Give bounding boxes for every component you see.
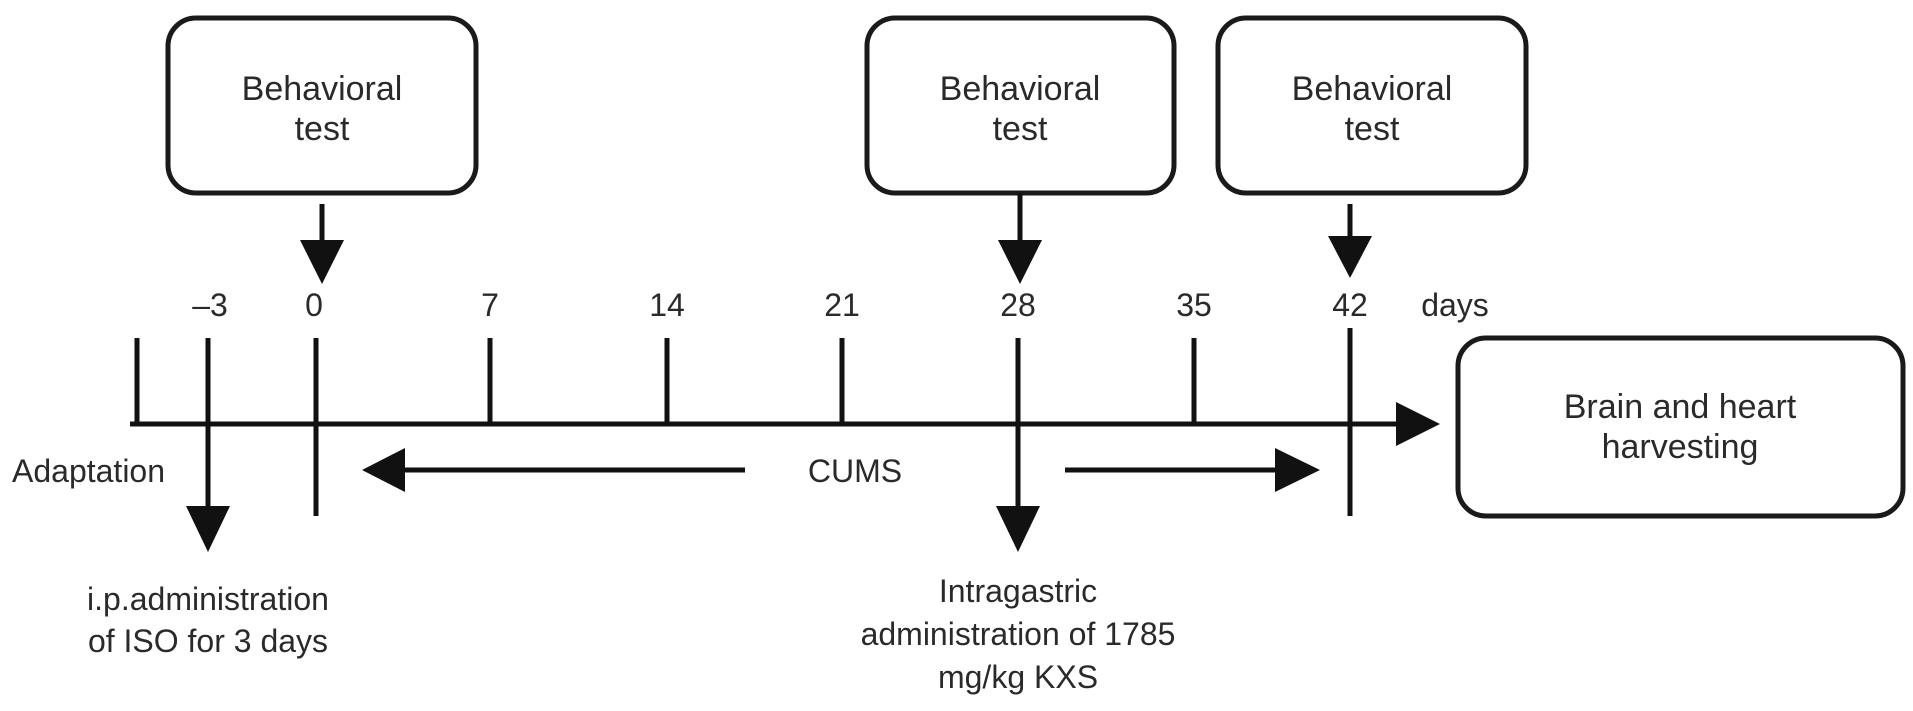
behavioral-test-box-3: Behavioral test bbox=[1215, 15, 1529, 196]
behavioral-test-box-2: Behavioral test bbox=[864, 15, 1177, 196]
behavioral-test-arrow-2 bbox=[998, 193, 1042, 284]
tick-label-35: 35 bbox=[1176, 287, 1212, 323]
adaptation-label: Adaptation bbox=[12, 453, 165, 489]
kxs-arrow bbox=[996, 424, 1040, 552]
tick-label-42: 42 bbox=[1332, 287, 1368, 323]
kxs-caption-line-2: administration of 1785 bbox=[861, 616, 1176, 652]
behavioral-test-box-1: Behavioral test bbox=[165, 15, 479, 196]
kxs-caption: Intragastric administration of 1785 mg/k… bbox=[861, 573, 1176, 695]
harvest-box-frame bbox=[1455, 335, 1906, 519]
tick-label-21: 21 bbox=[824, 287, 860, 323]
tick-labels: –3 0 7 14 21 28 35 42 days bbox=[192, 287, 1489, 323]
behavioral-test-box-2-line-2: test bbox=[993, 110, 1048, 148]
behavioral-test-arrow-1 bbox=[300, 204, 344, 284]
harvest-box-line-1: Brain and heart bbox=[1564, 388, 1797, 426]
tick-label-0: 0 bbox=[305, 287, 323, 323]
behavioral-test-box-1-line-2: test bbox=[295, 110, 350, 148]
tick-label-14: 14 bbox=[649, 287, 685, 323]
tick-label-28: 28 bbox=[1000, 287, 1036, 323]
timeline-axis bbox=[130, 328, 1440, 516]
harvest-box: Brain and heart harvesting bbox=[1455, 335, 1906, 519]
harvest-box-line-2: harvesting bbox=[1602, 428, 1759, 466]
behavioral-test-arrow-3 bbox=[1328, 204, 1372, 278]
behavioral-test-box-1-frame bbox=[165, 15, 479, 196]
behavioral-test-box-2-line-1: Behavioral bbox=[940, 70, 1101, 108]
timeline-arrowhead bbox=[1396, 402, 1440, 446]
kxs-caption-line-1: Intragastric bbox=[939, 573, 1097, 609]
cums-label: CUMS bbox=[808, 453, 902, 489]
behavioral-test-box-1-line-1: Behavioral bbox=[242, 70, 403, 108]
kxs-caption-line-3: mg/kg KXS bbox=[938, 659, 1098, 695]
cums-right-arrow bbox=[1065, 448, 1320, 492]
behavioral-test-box-3-line-2: test bbox=[1345, 110, 1400, 148]
tick-label-7: 7 bbox=[481, 287, 499, 323]
iso-arrow bbox=[186, 424, 230, 552]
cums-left-arrow bbox=[362, 448, 745, 492]
behavioral-test-box-3-line-1: Behavioral bbox=[1292, 70, 1453, 108]
days-unit-label: days bbox=[1421, 287, 1489, 323]
behavioral-test-box-3-frame bbox=[1215, 15, 1529, 196]
iso-caption: i.p.administration of ISO for 3 days bbox=[87, 581, 329, 659]
iso-caption-line-1: i.p.administration bbox=[87, 581, 329, 617]
tick-label-minus-3: –3 bbox=[192, 287, 228, 323]
iso-caption-line-2: of ISO for 3 days bbox=[88, 623, 328, 659]
